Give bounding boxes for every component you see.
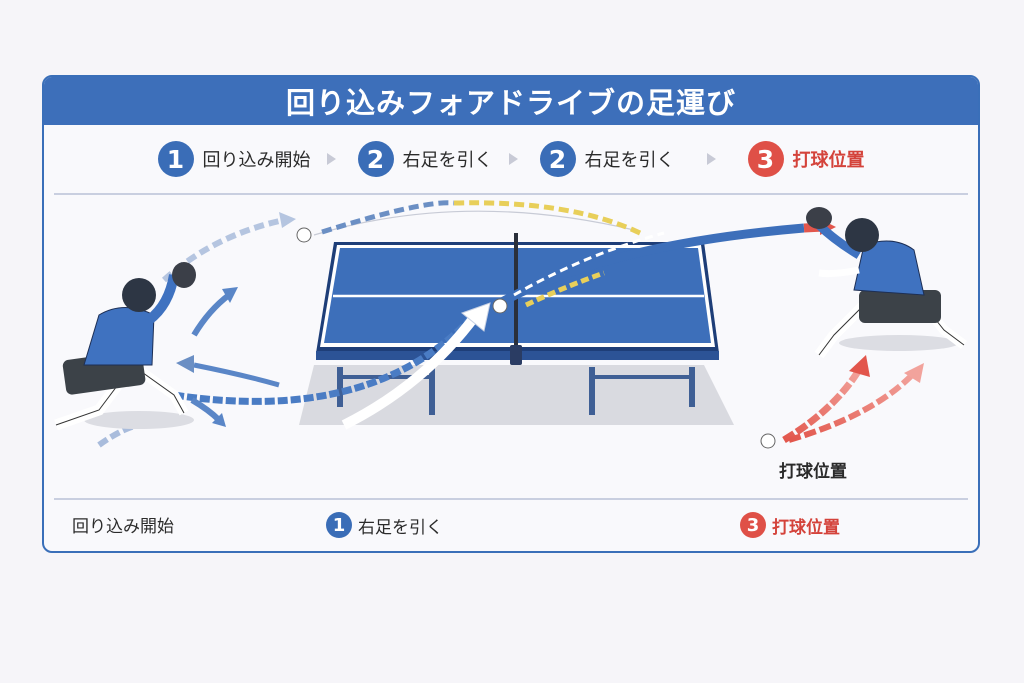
legend-label: 打球位置	[772, 517, 840, 538]
chevron-right-icon	[508, 153, 518, 165]
ball-icon	[492, 298, 508, 314]
step-1: 1 回り込み開始	[157, 141, 311, 177]
step-label: 回り込み開始	[202, 150, 311, 171]
step-2: 2 右足を引く	[357, 141, 493, 177]
step-sequence: 1 回り込み開始 2 右足を引く 2 右足を引く 3 打球位置	[44, 125, 978, 193]
return-path	[497, 223, 805, 307]
right-player-figure	[806, 207, 967, 359]
divider	[54, 193, 968, 195]
diagram-card: 回り込みフォアドライブの足運び 1 回り込み開始 2 右足を引く 2 右足を引く…	[42, 75, 980, 553]
hit-position-label: 打球位置	[779, 462, 847, 482]
divider	[54, 498, 968, 500]
ball-path-yellow	[453, 200, 646, 238]
step-number-badge: 2	[539, 141, 576, 177]
step-label: 打球位置	[792, 150, 865, 171]
step-number-badge: 3	[747, 141, 784, 177]
step-number-badge: 1	[157, 141, 194, 177]
legend-item-right-foot: 1 右足を引く	[326, 512, 443, 538]
hit-arrows	[782, 355, 924, 444]
legend-item-start: 回り込み開始	[72, 512, 174, 537]
legend-label: 回り込み開始	[72, 517, 174, 537]
ball-icon	[760, 433, 776, 449]
ball-path-blue	[321, 200, 455, 235]
ball-icon	[296, 227, 312, 243]
step-label: 右足を引く	[402, 150, 493, 171]
step-3: 3 打球位置	[747, 141, 865, 177]
bottom-legend: 回り込み開始 1 右足を引く 3 打球位置	[44, 502, 978, 551]
diagram-title: 回り込みフォアドライブの足運び	[44, 77, 978, 125]
step-number-badge: 3	[740, 512, 766, 538]
footwork-illustration: 打球位置	[44, 195, 978, 495]
step-label: 右足を引く	[584, 150, 675, 171]
step-number-badge: 1	[326, 512, 352, 538]
step-number-badge: 2	[357, 141, 394, 177]
footwork-arrow	[173, 312, 477, 405]
step-2b: 2 右足を引く	[539, 141, 675, 177]
footwork-arrows-left	[97, 212, 296, 448]
illustration-canvas	[54, 200, 967, 449]
chevron-right-icon	[706, 153, 716, 165]
chevron-right-icon	[326, 153, 336, 165]
legend-item-hit: 3 打球位置	[740, 512, 840, 538]
legend-label: 右足を引く	[358, 517, 443, 538]
left-player-figure	[54, 262, 196, 431]
